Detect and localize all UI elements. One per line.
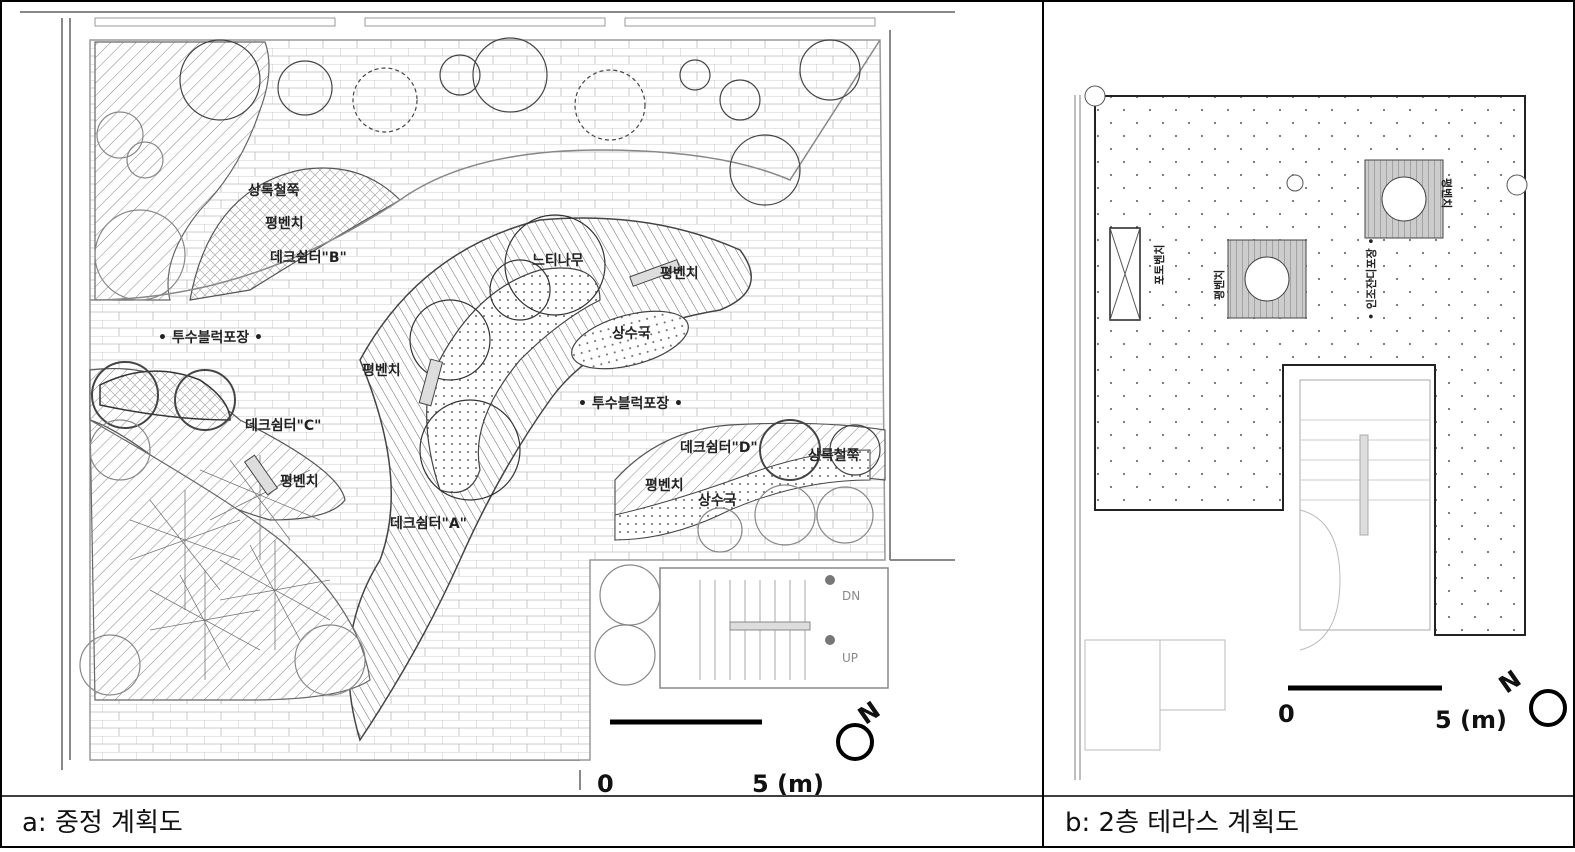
courtyard-plan: 0 5 (m) N 상록철쭉 평벤치 데크쉼터"B" 느티나무 평벤치 • 투수…	[20, 11, 955, 798]
label-evergreen-azalea-right: 상록철쭉	[808, 448, 860, 464]
caption-b: b: 2층 테라스 계획도	[1065, 808, 1300, 838]
scale-b-end: 5 (m)	[1435, 706, 1507, 734]
deck-shelter-b	[189, 167, 401, 301]
label-hydrangea-d: 상수국	[698, 493, 737, 509]
north-arrow-a	[836, 723, 874, 761]
north-arrow-b	[1529, 689, 1567, 727]
planting-bed-nw	[94, 41, 270, 301]
label-zelkova: 느티나무	[532, 253, 584, 269]
label-bench-2: 평벤치	[1440, 178, 1454, 208]
label-stairs-down: DN	[842, 589, 860, 603]
label-flat-bench-right: 평벤치	[660, 265, 699, 282]
north-label-b: N	[1494, 665, 1527, 699]
label-paving-left: • 투수블럭포장 •	[158, 329, 263, 346]
label-deck-shelter-c: 데크쉼터"C"	[245, 418, 321, 434]
label-deck-shelter-b: 데크쉼터"B"	[270, 250, 347, 266]
label-photo-bench: 포토벤치	[1152, 245, 1166, 285]
label-flat-bench-d: 평벤치	[645, 477, 684, 494]
label-flat-bench-b: 평벤치	[265, 215, 304, 232]
caption-a: a: 중정 계획도	[22, 808, 183, 838]
label-evergreen-azalea-top: 상록철쭉	[248, 183, 300, 199]
label-deck-shelter-d: 데크쉼터"D"	[680, 440, 758, 456]
label-paving-right: • 투수블럭포장 •	[578, 395, 683, 412]
label-stairs-up: UP	[842, 651, 858, 665]
scale-a-zero: 0	[597, 770, 614, 798]
scale-b-zero: 0	[1278, 700, 1295, 728]
label-flat-bench-center: 평벤치	[362, 362, 401, 379]
label-hydrangea: 상수국	[612, 326, 651, 342]
planting-bed-sw	[89, 418, 371, 701]
scale-a-end: 5 (m)	[752, 770, 824, 798]
terrace-plan: 0 5 (m) N 포토벤치 • 인조잔디포장 • 평벤치 평벤치	[1074, 85, 1567, 780]
label-bench-1: 평벤치	[1212, 270, 1226, 300]
label-flat-bench-c: 평벤치	[280, 473, 319, 490]
label-deck-shelter-a: 데크쉼터"A"	[390, 516, 467, 532]
label-turf-paving: • 인조잔디포장 •	[1364, 238, 1378, 320]
